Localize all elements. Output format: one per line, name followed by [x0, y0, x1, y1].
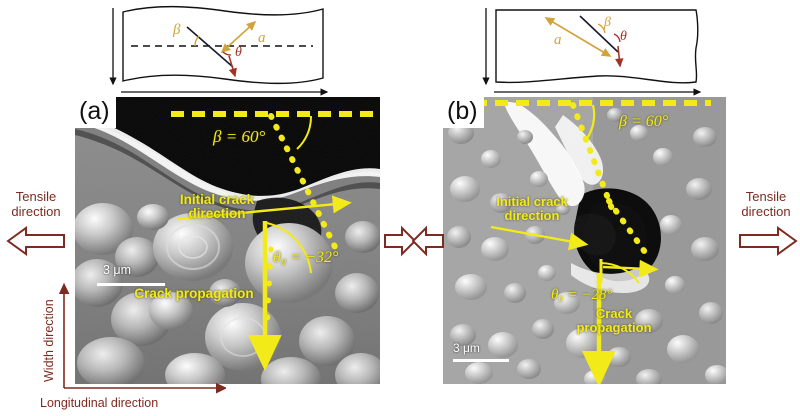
panel-a-tag: (a)	[75, 97, 116, 128]
beta-arc	[597, 23, 606, 34]
beta-arc	[296, 115, 313, 150]
specimen-outline	[495, 9, 699, 84]
panel-b-scalebar-line	[453, 359, 509, 362]
axis-indicator	[58, 282, 226, 394]
panel-b-theta0-label: θ₀ = −28°	[551, 287, 613, 303]
panel-b-scalebar-label: 3 μm	[453, 341, 480, 355]
tensile-arrow-right	[739, 226, 798, 256]
sem-panel-a: (a) β = 60° Initial crack direction θ₀ =…	[75, 97, 380, 384]
panel-b-crack-propagation-line2: propagation	[576, 319, 652, 335]
tensile-arrow-left	[6, 226, 65, 256]
tensile-right-line2: direction	[741, 203, 791, 219]
panel-a-beta-label: β = 60°	[213, 127, 266, 146]
specimen-outline	[122, 5, 324, 85]
panel-a-scalebar-label: 3 μm	[103, 263, 132, 277]
panel-b-initial-crack-line1: Initial crack	[496, 194, 568, 209]
sem-panel-b: (b) β = 60° Initial crack direction θ₀ =…	[443, 97, 726, 384]
annotation-overlay-a	[171, 111, 375, 371]
panel-a-crack-propagation-line1: Crack propagation	[134, 286, 254, 301]
crack-path-dotted-lower	[606, 198, 650, 258]
panel-a-scalebar-line	[97, 283, 165, 286]
alpha-arrow	[544, 17, 612, 57]
beta-arc	[194, 35, 200, 47]
tensile-right-line1: Tensile	[745, 189, 787, 204]
panel-b-initial-crack-label: Initial crack direction	[467, 195, 597, 222]
panel-a-theta0-label: θ₀ = −32°	[273, 249, 339, 266]
alpha-arrow	[220, 20, 257, 54]
tensile-direction-right-label: Tensile direction	[732, 189, 800, 220]
tensile-left-line2: direction	[11, 203, 61, 219]
longitudinal-direction-label: Longitudinal direction	[40, 396, 159, 410]
panel-b-crack-propagation-label: Crack propagation	[549, 307, 679, 334]
initial-crack-arrow	[490, 225, 589, 251]
tensile-left-line1: Tensile	[15, 189, 57, 204]
sem-image-a	[75, 97, 380, 384]
schematic-a-theta-label: θ	[235, 45, 242, 60]
theta0-arc	[266, 222, 312, 274]
crack-line	[186, 26, 234, 68]
crack-path-dotted-lower	[264, 246, 274, 332]
width-direction-label: Width direction	[42, 299, 56, 382]
center-arrow-left	[412, 225, 444, 257]
initial-crack-arrow	[176, 195, 352, 221]
schematic-b-alpha-label: a	[554, 32, 562, 48]
schematic-a-beta-label: β	[172, 22, 181, 38]
schematic-a-alpha-label: a	[258, 30, 266, 46]
theta-arrow	[615, 45, 624, 68]
schematic-a: β a θ	[109, 5, 329, 96]
panel-b-tag: (b)	[443, 97, 484, 128]
theta-arrow	[228, 55, 237, 78]
theta-arc	[613, 33, 621, 43]
schematic-b: a β θ	[482, 8, 702, 96]
tensile-direction-left-label: Tensile direction	[2, 189, 70, 220]
annotation-overlay-b	[453, 100, 711, 384]
panel-a-initial-crack-line1: Initial crack	[179, 192, 255, 207]
crack-path-dotted	[268, 113, 340, 254]
panel-a-initial-crack-label: Initial crack direction	[143, 192, 291, 222]
panel-b-beta-label: β = 60°	[619, 113, 669, 130]
theta0-direction-arrow	[602, 259, 659, 278]
schematic-b-theta-label: θ	[620, 29, 627, 44]
center-arrow-right	[384, 225, 416, 257]
beta-arc	[584, 104, 596, 142]
panel-b-crack-propagation-line1: Crack	[595, 306, 633, 321]
panel-b-initial-crack-line2: direction	[504, 207, 560, 223]
theta-arc	[222, 51, 232, 56]
panel-a-crack-propagation-label: Crack propagation	[119, 286, 269, 301]
panel-a-initial-crack-line2: direction	[188, 206, 246, 222]
schematic-b-beta-label: β	[603, 15, 611, 30]
